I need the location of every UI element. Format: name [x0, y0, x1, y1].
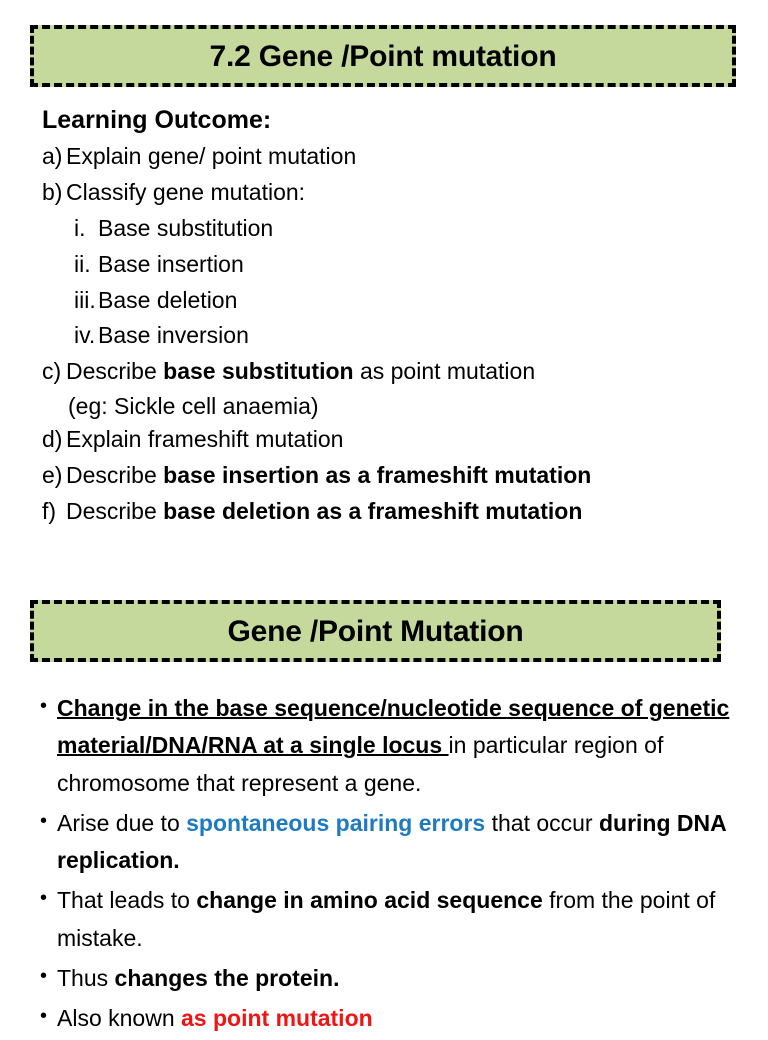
learning-outcome-list: a) Explain gene/ point mutation b) Class… [42, 139, 742, 530]
outcome-item-b-iii: iii. Base deletion [42, 283, 742, 319]
also-known-plain: Also known [57, 1005, 182, 1031]
outcome-text-b-iv: Base inversion [98, 322, 249, 349]
outcome-text-b-ii: Base insertion [98, 250, 244, 277]
definition-plain: in particular region of chromosome that … [57, 732, 664, 796]
outcome-text-f: Describe base deletion as a frameshift m… [66, 494, 742, 530]
arise-highlight-blue: spontaneous pairing errors [186, 809, 486, 836]
outcome-item-a: a) Explain gene/ point mutation [42, 139, 742, 175]
bullet-item-arise: • Arise due to spontaneous pairing error… [40, 805, 748, 880]
bullet-marker-icon: • [40, 964, 48, 987]
amino-bold: change in amino acid sequence [196, 887, 543, 914]
banner-section-title: Gene /Point Mutation [30, 600, 721, 662]
section-title-text: Gene /Point Mutation [227, 614, 524, 648]
outcome-item-f: f) Describe base deletion as a frameshif… [42, 494, 742, 530]
outcome-marker-c: c) [42, 358, 62, 385]
outcome-marker-b-iii: iii. [74, 286, 96, 313]
definition-bullet-list: • Change in the base sequence/nucleotide… [40, 690, 748, 1040]
outcome-marker-a: a) [42, 143, 63, 169]
protein-plain-1: Thus [57, 964, 115, 991]
outcome-text-b-i: Base substitution [98, 214, 274, 241]
outcome-item-b-iv: iv. Base inversion [42, 318, 742, 354]
outcome-c-bold: base substitution [163, 358, 354, 385]
outcome-f-pre: Describe [66, 498, 164, 525]
outcome-marker-f: f) [42, 498, 57, 525]
bullet-marker-icon: • [40, 809, 48, 832]
outcome-item-e: e) Describe base insertion as a frameshi… [42, 458, 742, 494]
bullet-marker-icon: • [40, 695, 48, 717]
outcome-marker-b-ii: ii. [74, 250, 91, 277]
arise-plain-1: Arise due to [57, 809, 187, 836]
outcome-e-pre: Describe [66, 462, 164, 489]
bullet-item-amino-acid: • That leads to change in amino acid seq… [40, 882, 748, 957]
bullet-text-arise: Arise due to spontaneous pairing errors … [57, 805, 748, 880]
bullet-text-amino-acid: That leads to change in amino acid seque… [57, 882, 748, 957]
bullet-text-also-known: Also known as point mutation [57, 1000, 748, 1037]
arise-plain-2: that occur [485, 809, 599, 836]
bullet-text-protein: Thus changes the protein. [57, 960, 748, 997]
outcome-item-d: d) Explain frameshift mutation [42, 422, 742, 458]
outcome-f-bold: base deletion as a frameshift mutation [163, 498, 583, 525]
bullet-text-definition: Change in the base sequence/nucleotide s… [57, 690, 748, 802]
also-known-highlight-red: as point mutation [181, 1005, 373, 1031]
definition-bold-underline-2: a single locus [290, 732, 449, 759]
bullet-item-definition: • Change in the base sequence/nucleotide… [40, 690, 748, 802]
bullet-marker-icon: • [40, 1005, 48, 1027]
outcome-c-continuation: (eg: Sickle cell anaemia) [68, 393, 319, 420]
lesson-title-text: 7.2 Gene /Point mutation [209, 39, 557, 73]
banner-lesson-title: 7.2 Gene /Point mutation [30, 25, 736, 87]
protein-bold: changes the protein. [114, 964, 340, 991]
outcome-marker-b: b) [42, 178, 63, 205]
outcome-marker-b-i: i. [74, 214, 86, 241]
amino-plain-1: That leads to [57, 887, 197, 914]
learning-outcome-heading: Learning Outcome: [42, 106, 272, 134]
bullet-item-protein: • Thus changes the protein. [40, 960, 748, 997]
outcome-marker-d: d) [42, 426, 63, 453]
outcome-item-c: c) Describe base substitution as point m… [42, 354, 742, 390]
arise-bold: during DNA replication. [57, 809, 726, 873]
amino-plain-2: from the point of mistake. [57, 887, 716, 951]
outcome-item-b-ii: ii. Base insertion [42, 247, 742, 283]
outcome-text-e: Describe base insertion as a frameshift … [66, 458, 742, 494]
outcome-text-b: Classify gene mutation: [66, 178, 306, 205]
outcome-c-pre: Describe [66, 358, 164, 385]
learning-outcome-section: Learning Outcome: a) Explain gene/ point… [42, 104, 742, 530]
outcome-text-a: Explain gene/ point mutation [66, 143, 357, 169]
outcome-text-d: Explain frameshift mutation [66, 426, 344, 453]
outcome-item-b: b) Classify gene mutation: [42, 175, 742, 211]
bullet-item-also-known: • Also known as point mutation [40, 1000, 748, 1037]
outcome-marker-e: e) [42, 462, 63, 489]
outcome-text-c: Describe base substitution as point muta… [66, 354, 742, 390]
bullet-marker-icon: • [40, 887, 48, 910]
outcome-c-post: as point mutation [353, 358, 536, 385]
outcome-marker-b-iv: iv. [74, 322, 96, 349]
outcome-item-b-i: i. Base substitution [42, 211, 742, 247]
definition-bold-underline-1: Change in the base sequence/nucleotide s… [57, 695, 730, 759]
outcome-e-bold: base insertion as a frameshift mutation [163, 462, 592, 489]
outcome-text-b-iii: Base deletion [98, 286, 238, 313]
